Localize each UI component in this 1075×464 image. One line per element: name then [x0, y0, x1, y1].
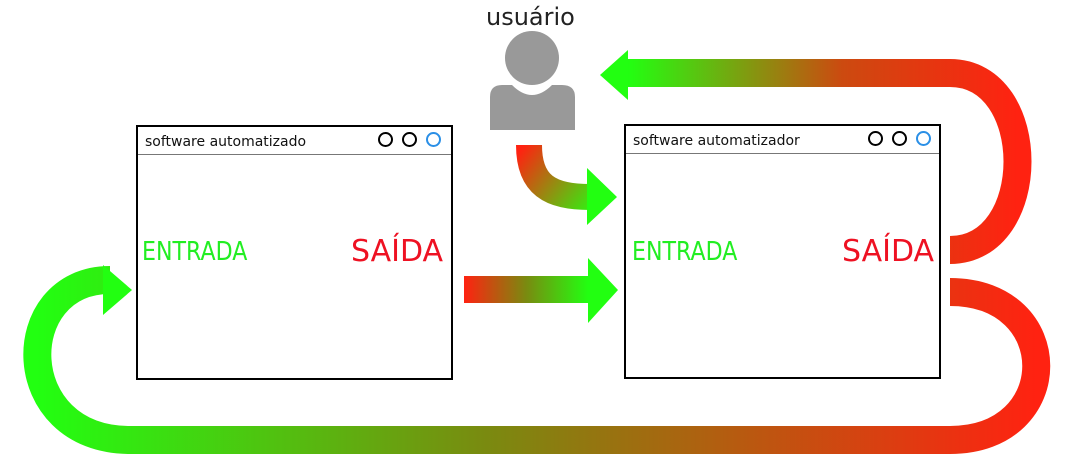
output-label: SAÍDA [842, 234, 935, 269]
window-control-icon[interactable] [892, 131, 907, 146]
window-control-icon[interactable] [402, 132, 417, 147]
feedback-arrow-top-head [600, 50, 628, 100]
window-control-icon[interactable] [378, 132, 393, 147]
window-title: software automatizado [145, 134, 307, 150]
window-title: software automatizador [633, 133, 800, 149]
input-label: ENTRADA [632, 237, 738, 267]
window-title-bar: software automatizado [138, 127, 451, 155]
user-icon [490, 31, 575, 130]
window-control-icon[interactable] [426, 132, 441, 147]
user-arrow-head [587, 168, 617, 225]
middle-arrow-shaft [464, 276, 588, 303]
user-arrow [516, 144, 591, 210]
window-control-icon[interactable] [868, 131, 883, 146]
window-title-bar: software automatizador [626, 126, 939, 154]
user-label: usuário [486, 3, 575, 31]
window-automator-software: software automatizador ENTRADA SAÍDA [624, 124, 941, 379]
input-label: ENTRADA [142, 237, 248, 267]
output-label: SAÍDA [351, 234, 444, 269]
feedback-arrow-top [628, 59, 1032, 264]
window-control-icon[interactable] [916, 131, 931, 146]
window-automated-software: software automatizado ENTRADA SAÍDA [136, 125, 453, 380]
feedback-arrow-bottom-head [103, 265, 132, 315]
feedback-arrow-bottom [23, 266, 1051, 454]
middle-arrow-head [588, 258, 618, 323]
